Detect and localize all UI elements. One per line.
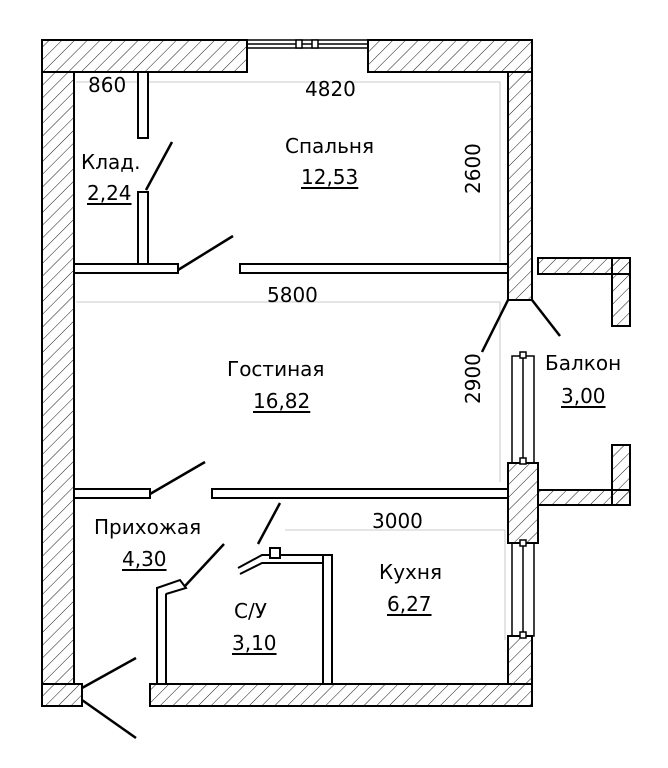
kitchen-area: 6,27: [387, 592, 432, 616]
exterior-walls: [41, 39, 631, 707]
hallway-name: Прихожая: [94, 515, 202, 539]
wall-bottom-main: [149, 683, 533, 707]
wall-top-right: [367, 39, 533, 73]
kitchen-name: Кухня: [379, 560, 442, 584]
balcony-area: 3,00: [561, 384, 606, 408]
balcony-wall-right: [611, 257, 631, 327]
window-balcony-door: [511, 351, 535, 465]
balcony-name: Балкон: [545, 351, 622, 375]
wall-top-left: [41, 39, 248, 73]
bathroom-door-jamb: [156, 547, 332, 595]
dimension-guides: [76, 81, 506, 640]
storage-area: 2,24: [87, 181, 132, 205]
partition-bedroom-living: [239, 263, 509, 274]
door-kitchen: [256, 502, 282, 545]
window-kitchen: [511, 539, 535, 639]
partition-storage-upper: [137, 71, 149, 139]
wall-right-lower: [507, 635, 533, 685]
dim-bedroom-width: 4820: [305, 77, 356, 101]
door-entrance-b: [81, 698, 137, 740]
dim-kitchen-width: 3000: [372, 509, 423, 533]
living-area: 16,82: [253, 389, 311, 413]
bedroom-name: Спальня: [285, 134, 374, 158]
window-top: [246, 39, 369, 49]
partition-bath-left: [156, 587, 167, 685]
dim-bedroom-depth: 2600: [461, 143, 485, 194]
wall-right-upper: [507, 71, 533, 301]
partition-living-hall-left: [73, 488, 151, 499]
storage-name: Клад.: [81, 150, 141, 174]
door-living-left: [480, 299, 510, 353]
bathroom-area: 3,10: [232, 631, 277, 655]
living-name: Гостиная: [227, 357, 325, 381]
doors: [81, 141, 561, 740]
door-bathroom: [184, 543, 225, 587]
wall-right-pier: [507, 462, 539, 544]
dim-living-width: 5800: [267, 283, 318, 307]
dim-living-depth: 2900: [461, 353, 485, 404]
dim-storage-width: 860: [88, 73, 127, 97]
hallway-area: 4,30: [122, 547, 167, 571]
balcony-wall-bottom: [537, 489, 631, 506]
door-bedroom: [177, 234, 234, 272]
bathroom-name: С/У: [234, 599, 267, 623]
door-entrance-a: [81, 656, 137, 690]
bedroom-area: 12,53: [301, 165, 359, 189]
door-hall: [149, 460, 206, 496]
wall-bottom-left: [41, 683, 83, 707]
partition-storage-bottom: [73, 263, 179, 274]
partition-bath-right: [322, 554, 333, 685]
wall-left: [41, 71, 75, 685]
door-living-right: [531, 299, 561, 337]
partition-living-hall-right: [211, 488, 509, 499]
door-storage: [144, 141, 174, 191]
partition-storage-lower: [137, 191, 149, 267]
